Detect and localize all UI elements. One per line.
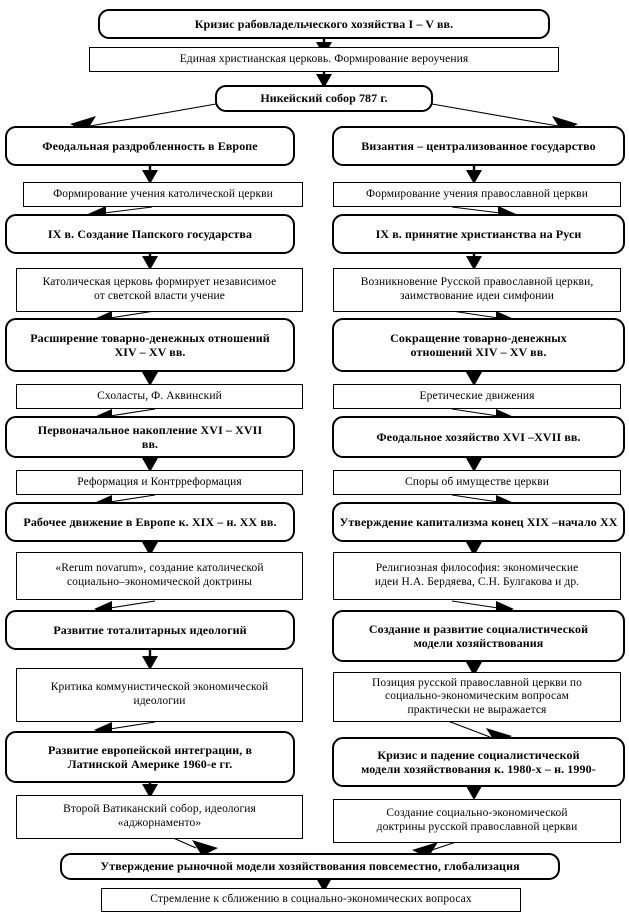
node-feudal-economy-16-17[interactable]: Феодальное хозяйство XVI –XVII вв. bbox=[332, 416, 625, 458]
node-convergence-social-economic[interactable]: Стремление к сближению в социально-эконо… bbox=[101, 888, 521, 912]
node-european-integration[interactable]: Развитие европейской интеграции, в Латин… bbox=[5, 731, 295, 783]
node-label: Критика коммунистической экономической и… bbox=[50, 681, 269, 707]
node-label: Никейский собор 787 г. bbox=[260, 91, 388, 106]
node-label: Феодальное хозяйство XVI –XVII вв. bbox=[376, 429, 581, 444]
node-scholastics-aquinas[interactable]: Схоласты, Ф. Аквинский bbox=[16, 384, 303, 409]
node-label: Феодальная раздробленность в Европе bbox=[42, 138, 258, 153]
node-label: Создание социально-экономической доктрин… bbox=[376, 807, 578, 833]
node-capitalism-establishment[interactable]: Утверждение капитализма конец XIX –начал… bbox=[332, 502, 625, 542]
node-socialist-model-creation[interactable]: Создание и развитие социалистической мод… bbox=[332, 610, 625, 662]
node-label: Византия – централизованное государство bbox=[361, 138, 596, 153]
node-label: Второй Ватиканский собор, идеология «адж… bbox=[63, 803, 256, 829]
node-catholic-doctrine-formation[interactable]: Формирование учения католической церкви bbox=[23, 182, 303, 207]
node-label: Формирование учения католической церкви bbox=[53, 187, 273, 200]
node-label: Позиция русской православной церкви по с… bbox=[371, 676, 583, 716]
node-label: Стремление к сближению в социально-эконо… bbox=[150, 893, 472, 906]
node-disputes-church-property[interactable]: Споры об имуществе церкви bbox=[333, 470, 621, 495]
node-label: Католическая церковь формирует независим… bbox=[42, 276, 277, 302]
node-label: Создание и развитие социалистической мод… bbox=[368, 621, 589, 650]
node-label: Расширение товарно-денежных отношений XI… bbox=[30, 330, 270, 359]
node-papal-state-9th-century[interactable]: IX в. Создание Папского государства bbox=[5, 214, 295, 254]
node-label: Кризис рабовладельческого хозяйства I – … bbox=[194, 16, 454, 31]
node-label: Единая христианская церковь. Формировани… bbox=[179, 52, 469, 65]
node-rerum-novarum-doctrine[interactable]: «Rerum novarum», создание католической с… bbox=[16, 552, 303, 600]
node-label: Кризис и падение социалистической модели… bbox=[361, 747, 596, 776]
node-vatican-ii-aggiornamento[interactable]: Второй Ватиканский собор, идеология «адж… bbox=[16, 795, 303, 839]
node-label: Формирование учения православной церкви bbox=[366, 187, 588, 200]
node-label: Развитие тоталитарных идеологий bbox=[53, 622, 247, 637]
node-label: IX в. Создание Папского государства bbox=[47, 226, 253, 241]
node-label: Первоначальное накопление XVI – XVII вв. bbox=[37, 422, 263, 451]
node-feudal-fragmentation-europe[interactable]: Феодальная раздробленность в Европе bbox=[5, 126, 295, 166]
node-label: «Rerum novarum», создание католической с… bbox=[55, 562, 264, 588]
node-social-economic-doctrine-rus-church[interactable]: Создание социально-экономической доктрин… bbox=[333, 799, 621, 843]
node-reformation-counterreformation[interactable]: Реформация и Контрреформация bbox=[16, 470, 303, 495]
node-socialist-model-collapse[interactable]: Кризис и падение социалистической модели… bbox=[332, 737, 625, 787]
node-crisis-slave-economy[interactable]: Кризис рабовладельческого хозяйства I – … bbox=[98, 9, 550, 39]
node-label: Споры об имуществе церкви bbox=[405, 475, 549, 488]
node-russian-orthodox-church-symphony[interactable]: Возникновение Русской православной церкв… bbox=[333, 268, 621, 312]
node-expansion-commodity-money-relations[interactable]: Расширение товарно-денежных отношений XI… bbox=[5, 318, 295, 372]
node-nicaea-council-787[interactable]: Никейский собор 787 г. bbox=[215, 85, 433, 112]
node-unified-christian-church[interactable]: Единая христианская церковь. Формировани… bbox=[89, 47, 559, 72]
node-religious-philosophy-berdyaev-bulgakov[interactable]: Религиозная философия: экономические иде… bbox=[333, 552, 621, 600]
node-label: Сокращение товарно-денежных отношений XI… bbox=[390, 330, 567, 359]
node-label: Религиозная философия: экономические иде… bbox=[374, 562, 580, 588]
node-labour-movement-europe[interactable]: Рабочее движение в Европе к. XIX – н. XX… bbox=[5, 502, 295, 542]
node-heretical-movements[interactable]: Еретические движения bbox=[333, 384, 621, 409]
node-christianization-rus-9th-century[interactable]: IX в. принятие христианства на Руси bbox=[332, 214, 625, 254]
node-market-model-globalization[interactable]: Утверждение рыночной модели хозяйствован… bbox=[60, 853, 560, 880]
node-orthodox-doctrine-formation[interactable]: Формирование учения православной церкви bbox=[333, 182, 621, 207]
node-totalitarian-ideologies[interactable]: Развитие тоталитарных идеологий bbox=[5, 610, 295, 650]
node-label: Развитие европейской интеграции, в Латин… bbox=[47, 742, 253, 771]
node-critique-communist-ideology[interactable]: Критика коммунистической экономической и… bbox=[16, 668, 303, 722]
node-byzantium-centralized-state[interactable]: Византия – централизованное государство bbox=[332, 126, 625, 166]
node-label: Еретические движения bbox=[419, 389, 535, 402]
node-catholic-independent-doctrine[interactable]: Католическая церковь формирует независим… bbox=[16, 268, 303, 312]
node-label: IX в. принятие христианства на Руси bbox=[375, 226, 582, 241]
node-label: Рабочее движение в Европе к. XIX – н. XX… bbox=[23, 514, 277, 529]
node-primitive-accumulation[interactable]: Первоначальное накопление XVI – XVII вв. bbox=[5, 416, 295, 458]
node-label: Возникновение Русской православной церкв… bbox=[360, 276, 594, 302]
node-label: Схоласты, Ф. Аквинский bbox=[97, 389, 222, 402]
node-label: Утверждение капитализма конец XIX –начал… bbox=[339, 514, 618, 529]
node-label: Утверждение рыночной модели хозяйствован… bbox=[100, 859, 520, 874]
node-reduction-commodity-money-relations[interactable]: Сокращение товарно-денежных отношений XI… bbox=[332, 318, 625, 372]
node-orthodox-church-position[interactable]: Позиция русской православной церкви по с… bbox=[333, 672, 621, 722]
node-label: Реформация и Контрреформация bbox=[77, 475, 242, 488]
arrow-l11-l12 bbox=[142, 648, 158, 670]
